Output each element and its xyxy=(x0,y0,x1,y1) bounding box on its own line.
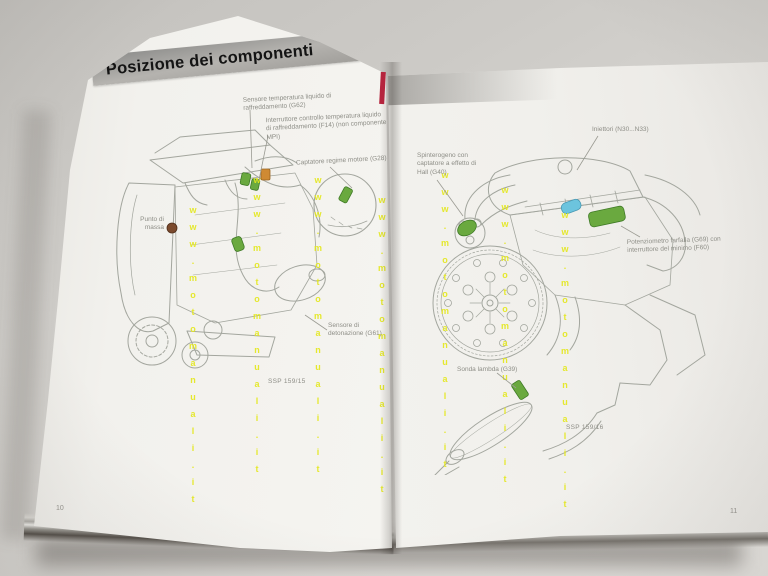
label-lambda: Sonda lambda (G39) xyxy=(457,366,518,373)
page-curl-shading xyxy=(388,62,577,106)
label-ground-point: Punto di massa xyxy=(140,216,164,232)
figure-code-left: SSP 159/15 xyxy=(268,378,306,385)
label-coolant-sensor: Sensore temperatura liquido di raffredda… xyxy=(242,92,332,113)
watermark: www.motomanuali.it xyxy=(313,175,323,481)
watermark: www.motomanuali.it xyxy=(560,210,570,516)
label-injectors: Iniettori (N30...N33) xyxy=(592,126,649,133)
label-distributor: Spinterogeno con captatore a effetto di … xyxy=(417,152,477,176)
clutch-springs xyxy=(462,271,518,335)
right-engine-illustration xyxy=(432,157,706,475)
page-number-left: 10 xyxy=(56,505,64,512)
coolant-switch-highlight xyxy=(250,178,261,191)
watermark: www.motomanuali.it xyxy=(188,205,198,511)
knock-sensor-highlight xyxy=(231,236,245,252)
section-title-banner: Posizione dei componenti xyxy=(90,30,361,86)
hall-distributor-highlight xyxy=(457,219,477,237)
component-highlights-right xyxy=(457,198,626,400)
component-highlights-left xyxy=(166,168,353,252)
book-gutter-shadow xyxy=(380,62,402,554)
lambda-sensor-highlight xyxy=(511,380,529,400)
watermark: www.motomanuali.it xyxy=(500,185,510,491)
throttle-potentiometer-highlight xyxy=(588,205,626,228)
engine-line-art xyxy=(432,157,706,475)
left-engine-illustration xyxy=(116,129,377,369)
engine-line-art xyxy=(116,129,377,369)
orange-connector-highlight xyxy=(260,168,271,181)
rpm-sensor-highlight xyxy=(338,186,353,204)
watermark: www.motomanuali.it xyxy=(252,175,262,481)
watermark: www.motomanuali.it xyxy=(440,170,450,476)
page-number-right: 11 xyxy=(730,508,738,515)
blue-connector-highlight xyxy=(560,198,582,215)
watermark: www.motomanuali.it xyxy=(377,195,387,501)
page-title: Posizione dei componenti xyxy=(105,41,315,79)
coolant-sensor-highlight xyxy=(239,172,252,186)
label-knock-sensor: Sensore di detonazione (G61) xyxy=(328,322,382,338)
figure-code-right: SSP 159/16 xyxy=(566,424,604,431)
flywheel-bolts xyxy=(444,259,536,347)
ground-point-dot xyxy=(166,222,178,234)
